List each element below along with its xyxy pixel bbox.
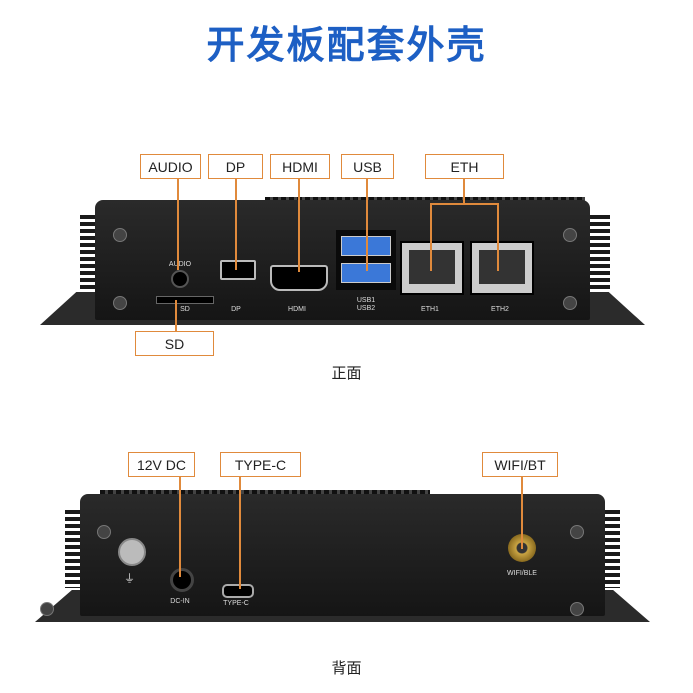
eth2-port bbox=[470, 241, 534, 295]
front-caption: 正面 bbox=[331, 364, 362, 382]
back-caption: 背面 bbox=[331, 659, 362, 677]
sd-silk: SD bbox=[180, 306, 190, 313]
sd-slot bbox=[156, 296, 214, 304]
callout-wifi-bt: WIFI/BT bbox=[482, 452, 558, 477]
ground-icon: ⏚ bbox=[124, 573, 135, 585]
callout-hdmi: HDMI bbox=[270, 154, 330, 179]
hdmi-silk: HDMI bbox=[288, 306, 306, 313]
callout-type-c: TYPE-C bbox=[220, 452, 301, 477]
callout-eth: ETH bbox=[425, 154, 504, 179]
dp-port bbox=[220, 260, 256, 280]
callout-sd: SD bbox=[135, 331, 214, 356]
callout-dp: DP bbox=[208, 154, 263, 179]
callout-usb: USB bbox=[341, 154, 394, 179]
eth1-silk: ETH1 bbox=[421, 306, 439, 313]
usb1-silk: USB1 bbox=[356, 297, 376, 304]
ground-screw bbox=[118, 538, 146, 566]
typec-silk: TYPE-C bbox=[223, 600, 249, 607]
audio-jack bbox=[171, 270, 189, 288]
page-title: 开发板配套外壳 bbox=[206, 23, 487, 67]
eth1-port bbox=[400, 241, 464, 295]
dc-silk: DC-IN bbox=[170, 598, 190, 605]
callout-audio: AUDIO bbox=[140, 154, 201, 179]
dp-silk: DP bbox=[231, 306, 241, 313]
eth2-silk: ETH2 bbox=[491, 306, 509, 313]
dc-jack bbox=[170, 568, 194, 592]
usb2-silk: USB2 bbox=[356, 305, 376, 312]
wifi-silk: WIFI/BLE bbox=[507, 570, 537, 577]
typec-port bbox=[222, 584, 254, 598]
callout-12v-dc: 12V DC bbox=[128, 452, 195, 477]
audio-silk: AUDIO bbox=[168, 261, 192, 268]
